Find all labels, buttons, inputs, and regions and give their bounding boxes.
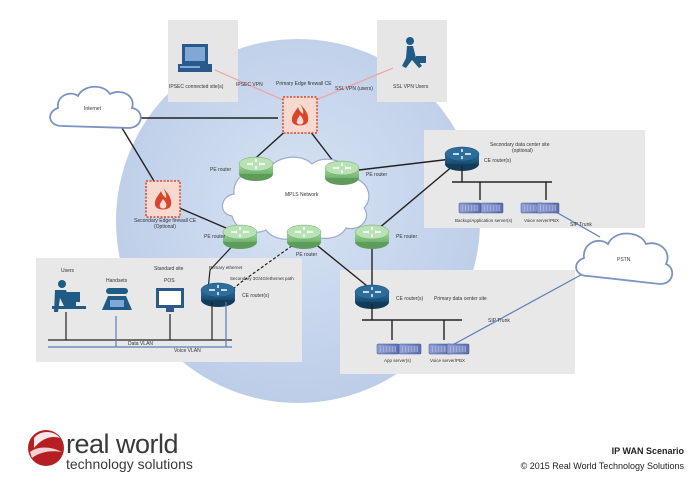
secondary-dc-lan [452,166,552,200]
pe-router-label: PE router [210,167,231,173]
copyright-text: © 2015 Real World Technology Solutions [520,461,684,471]
server-icon [446,343,470,355]
internet-cloud [49,85,142,129]
secondary-dc-title: Secondary data center site [490,142,550,148]
primary-ethernet-label: Primary ethernet [209,265,243,270]
standard-site-label: Standard site [154,266,184,272]
data-vlan-label: Data VLAN [128,341,153,347]
ipsec-sites-label: IPSEC connected site(s) [169,84,224,90]
pe-router-label: PE router [366,172,387,178]
ssl-vpn-link-label: SSL VPN (users) [335,86,373,92]
secondary-fw-label: Secondary Edge firewall CE [134,218,197,224]
pe-router-label: PE router [396,234,417,240]
pos-label: POS [164,278,175,284]
sip-trunk-label: SIP Trunk [488,318,510,324]
handsets-label: Handsets [106,278,128,284]
app-servers-label: App server(s) [384,358,412,363]
primary-fw-label: Primary Edge firewall CE [276,81,332,87]
scenario-title: IP WAN Scenario [611,446,684,456]
brand-name: real world [66,429,179,459]
secondary-dc-optional: (optional) [512,148,533,154]
server-icon [398,343,422,355]
sip-links [446,211,601,349]
diagram-labels: IPSEC connected site(s) IPSEC VPN Primar… [61,81,631,363]
voice-server-label: Voice server/PBX [430,358,465,363]
primary-dc-label: Primary data center site [434,296,487,302]
running-user-icon [402,37,426,68]
pos-terminal-icon [156,288,184,312]
firewall-icon [282,96,318,134]
computer-icon [178,44,212,72]
phone-icon [102,288,132,310]
ce-router-icon [200,282,236,308]
secondary-path-label: Secondary 3G/4G/ethernet path [230,276,294,281]
pe-router-icon [354,224,390,250]
firewall-icon [145,180,181,218]
ssl-panel [377,20,447,102]
voice-server-label: Voice server/PBX [524,218,559,223]
ssl-vpn-users-label: SSL VPN Users [393,84,429,90]
ipsec-vpn-label: IPSEC VPN [236,82,263,88]
pe-router-label: PE router [296,252,317,258]
brand-tagline: technology solutions [66,456,193,472]
server-icon [458,202,482,214]
pe-router-icon [238,156,274,182]
voice-vlan-label: Voice VLAN [174,348,201,354]
standard-site-lan [48,302,232,348]
ce-routers-label: CE router(s) [242,293,270,299]
server-icon [480,202,504,214]
pstn-label: PSTN [617,257,631,263]
sip-trunk-label: SIP Trunk [570,222,592,228]
ce-routers-label: CE router(s) [396,296,424,302]
pe-router-icon [222,224,258,250]
pe-router-icon [324,160,360,186]
ce-routers-label: CE router(s) [484,158,512,164]
vpn-links [214,67,394,101]
pstn-cloud [575,232,674,285]
pe-router-icon [286,224,322,250]
server-icon [376,343,400,355]
mpls-label: MPLS Network [285,192,319,198]
secondary-fw-optional-label: (Optional) [154,224,176,230]
access-paths [207,237,301,291]
users-label: Users [61,268,75,274]
backup-app-servers-label: Backup/Application server(s) [455,218,513,223]
primary-dc-lan [362,304,462,340]
pe-router-label: PE router [204,234,225,240]
brand-logo-icon [28,430,64,466]
internet-label: Internet [84,106,102,112]
user-desk-icon [52,280,86,312]
server-icon [536,202,560,214]
